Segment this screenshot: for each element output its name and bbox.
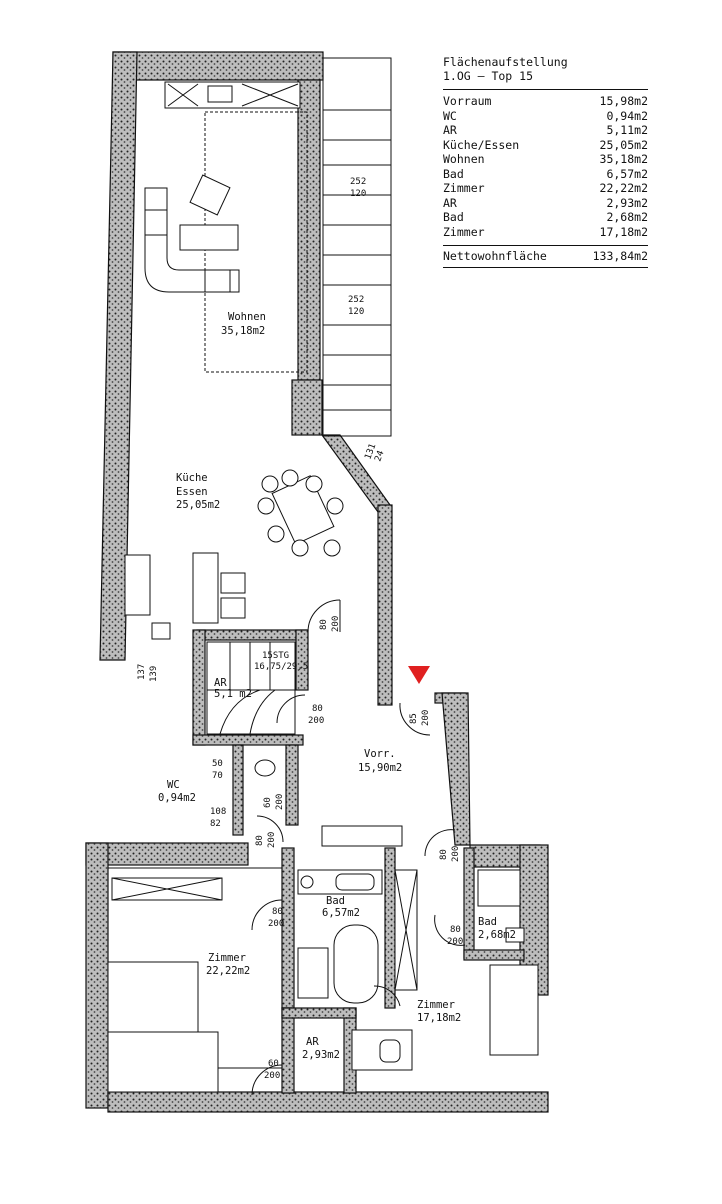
room-labels: Wohnen 35,18m2 Küche Essen 25,05m2 AR 5,… bbox=[158, 311, 516, 1061]
room-zimmer1-area: 22,22m2 bbox=[206, 965, 250, 977]
dimension-labels: 252 120 252 120 131 24 15STG 16,75/29,5 … bbox=[137, 177, 463, 1081]
room-ar1-area: 5,1 m2 bbox=[214, 688, 252, 700]
room-bad1-area: 6,57m2 bbox=[322, 907, 360, 919]
room-ar2-name: AR bbox=[306, 1036, 319, 1048]
facade-windows bbox=[322, 57, 392, 437]
legend-total-label: Nettowohnfläche bbox=[443, 249, 547, 263]
dim-door-bad1-w: 80 bbox=[439, 849, 449, 860]
dim-door-entry-h: 200 bbox=[421, 710, 431, 726]
dim-stair: 15STG bbox=[262, 651, 289, 661]
entry-marker bbox=[408, 666, 430, 684]
dim-door-corr-h: 200 bbox=[267, 832, 277, 848]
stair bbox=[206, 641, 296, 735]
dim-win-ar-h: 139 bbox=[149, 666, 159, 682]
legend-total-value: 133,84m2 bbox=[592, 249, 648, 263]
dim-door-ar2-h: 200 bbox=[264, 1071, 280, 1081]
room-bad2-name: Bad bbox=[478, 916, 497, 928]
room-kueche-name2: Essen bbox=[176, 486, 208, 498]
dim-win-wc-w: 108 bbox=[210, 807, 226, 817]
dim-door-wc-h: 200 bbox=[275, 794, 285, 810]
room-kueche-name: Küche bbox=[176, 472, 208, 484]
door-swings bbox=[251, 599, 466, 1096]
dim-win-ar-w: 137 bbox=[137, 664, 147, 680]
walls bbox=[85, 51, 549, 1113]
furniture bbox=[107, 81, 539, 1093]
dim-door-z1-w: 80 bbox=[272, 907, 283, 917]
legend-title: Flächenaufstellung bbox=[443, 55, 568, 69]
dim-door-kitchen-h: 200 bbox=[331, 616, 341, 632]
dim-wc-open-h: 70 bbox=[212, 771, 223, 781]
room-kueche-area: 25,05m2 bbox=[176, 499, 220, 511]
room-wc-area: 0,94m2 bbox=[158, 792, 196, 804]
dim-door-kitchen-w: 80 bbox=[319, 619, 329, 630]
dim-door-entry-w: 85 bbox=[409, 713, 419, 724]
room-zimmer2-area: 17,18m2 bbox=[417, 1012, 461, 1024]
dim-door-ar-h: 200 bbox=[308, 716, 324, 726]
room-zimmer2-name: Zimmer bbox=[417, 999, 455, 1011]
dim-wc-open-w: 50 bbox=[212, 759, 223, 769]
dim-door-bad2-w: 80 bbox=[450, 925, 461, 935]
dim-win3-h: 24 bbox=[373, 449, 386, 463]
room-ar2-area: 2,93m2 bbox=[302, 1049, 340, 1061]
dim-win2-h: 120 bbox=[348, 307, 364, 317]
dim-door-bad1-h: 200 bbox=[451, 846, 461, 862]
dim-door-wc-w: 60 bbox=[263, 797, 273, 808]
dim-door-z1-h: 200 bbox=[268, 919, 284, 929]
room-bad1-name: Bad bbox=[326, 895, 345, 907]
dim-door-bad2-h: 200 bbox=[447, 937, 463, 947]
room-wc-name: WC bbox=[167, 779, 180, 791]
dim-door-corr-w: 80 bbox=[255, 835, 265, 846]
dim-door-ar2-w: 60 bbox=[268, 1059, 279, 1069]
room-bad2-area: 2,68m2 bbox=[478, 929, 516, 941]
dim-stair2: 16,75/29,5 bbox=[254, 662, 308, 672]
room-ar1-name: AR bbox=[214, 677, 227, 689]
legend-total: Nettowohnfläche 133,84m2 bbox=[443, 245, 648, 268]
dim-win2-w: 252 bbox=[348, 295, 364, 305]
dim-win1-w: 252 bbox=[350, 177, 366, 187]
area-legend: Flächenaufstellung 1.OG – Top 15 Vorraum… bbox=[443, 55, 648, 268]
room-wohnen-area: 35,18m2 bbox=[221, 325, 265, 337]
dim-win1-h: 120 bbox=[350, 189, 366, 199]
room-zimmer1-name: Zimmer bbox=[208, 952, 246, 964]
dim-win-wc-h: 82 bbox=[210, 819, 221, 829]
legend-subtitle: 1.OG – Top 15 bbox=[443, 69, 534, 83]
dim-door-ar-w: 80 bbox=[312, 704, 323, 714]
room-wohnen-name: Wohnen bbox=[228, 311, 266, 323]
room-vorr-name: Vorr. bbox=[364, 748, 396, 760]
room-vorr-area: 15,90m2 bbox=[358, 762, 402, 774]
